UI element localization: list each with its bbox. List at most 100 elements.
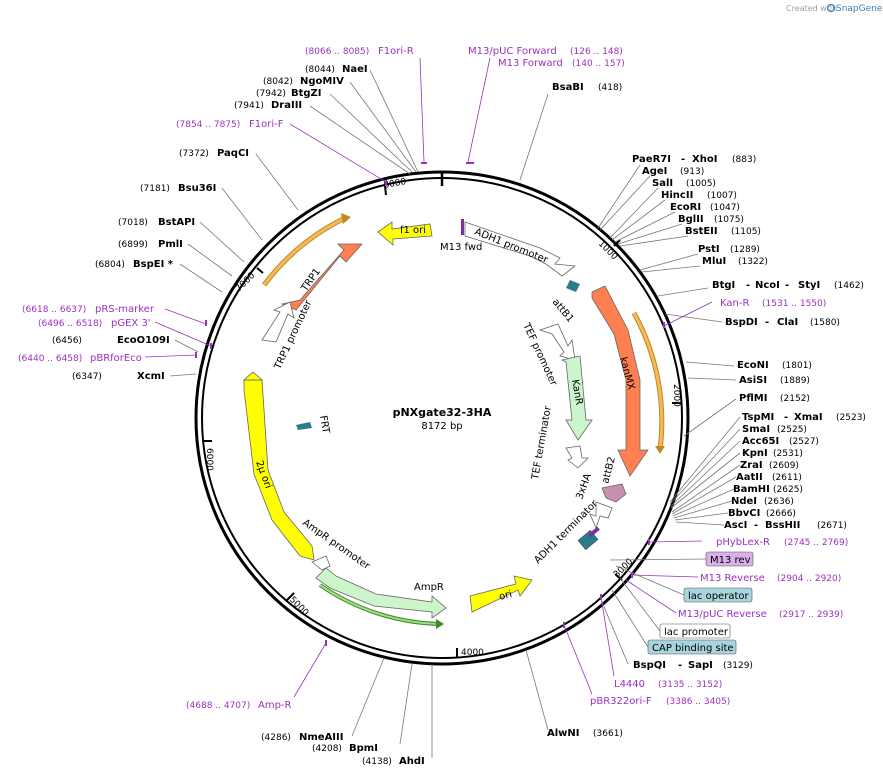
leader-btgzi	[329, 93, 413, 173]
box-cap-binding-site	[647, 639, 737, 655]
snapgene-logo-icon	[826, 3, 836, 13]
primer-labels: (8066 .. 8085) F1ori-R M13/pUC Forward (…	[18, 46, 848, 711]
enzyme-bbvci-pos: (2666)	[766, 509, 796, 519]
feature-label-adh1-promoter: ADH1 promoter	[473, 227, 550, 267]
enzyme-mlui: MluI	[702, 256, 726, 267]
leader-xhoi	[597, 164, 641, 229]
primer-kan-r: Kan-R	[720, 298, 749, 309]
feature-label-frt: FRT	[317, 415, 331, 436]
enzyme-hincii: HincII	[661, 190, 693, 201]
enzyme-bsabi-pos: (418)	[598, 83, 622, 93]
enzyme-styi-pos: (1462)	[834, 281, 864, 291]
leader-f1ori-f	[289, 123, 387, 183]
enzyme-ecori: EcoRI	[670, 202, 701, 213]
leader-pbr322ori-f	[563, 624, 593, 695]
plasmid-name: pNXgate32-3HA	[393, 406, 492, 419]
enzyme-bsu36i: Bsu36I	[178, 183, 216, 194]
enzyme-xcmi-pos: (6347)	[72, 372, 102, 382]
enzyme-styi: StyI	[798, 280, 820, 291]
feature-label-kanr: KanR	[569, 379, 584, 406]
enzyme-btgzi-pos: (7942)	[256, 89, 286, 99]
feature-ampr-promoter	[311, 555, 331, 571]
enzyme-ncoi-sep: -	[746, 280, 750, 291]
leader-pbrforeco	[144, 354, 197, 358]
leader-acc65i	[670, 440, 741, 507]
enzyme-kpni-pos: (2531)	[773, 449, 803, 459]
primer-pbrforeco: pBRforEco	[90, 353, 142, 364]
enzyme-smai-pos: (2525)	[777, 425, 807, 435]
feature-label-attb2: attB2	[600, 456, 618, 485]
primer-marker-prs-marker	[205, 320, 207, 326]
enzyme-psti: PstI	[698, 244, 720, 255]
leader-naei	[369, 69, 419, 173]
enzyme-agei-pos: (913)	[680, 167, 704, 177]
leader-kpni	[670, 452, 741, 509]
enzyme-alwni: AlwNI	[547, 728, 580, 739]
enzyme-asisi: AsiSI	[739, 375, 767, 386]
leader-mlui	[641, 265, 701, 273]
primer-amp-r: Amp-R	[258, 700, 292, 711]
leader-bspei	[179, 263, 223, 293]
enzyme-zrai-pos: (2609)	[769, 461, 799, 471]
feature-frt	[296, 422, 312, 430]
enzyme-ndei-pos: (2636)	[764, 497, 794, 507]
primer-prs-marker-pos: (6618 .. 6637)	[22, 305, 86, 315]
feature-kanr	[560, 355, 593, 441]
leader-bsu36i	[221, 187, 263, 241]
leader-bbvci	[674, 512, 729, 521]
feature-label-m13-fwd: M13 fwd	[440, 242, 482, 253]
orf-trp1-arrowhead	[341, 213, 351, 224]
enzyme-ngomiv: NgoMIV	[300, 76, 344, 87]
enzyme-ahdi-pos: (4138)	[362, 757, 392, 767]
feature-attb1	[566, 280, 580, 292]
enzyme-bstapi-pos: (7018)	[118, 218, 148, 228]
primer-pbrforeco-pos: (6440 .. 6458)	[18, 354, 82, 364]
primer-marker-f1ori-r	[421, 162, 427, 164]
box-lac-promoter-label: lac promoter	[664, 627, 729, 638]
enzyme-agei: AgeI	[642, 166, 667, 177]
tick-label-2000: 2000	[671, 384, 681, 407]
primer-m13-puc-forward-pos: (126 .. 148)	[570, 47, 623, 57]
feature-trp1-promoter	[261, 301, 295, 343]
primer-l4440-pos: (3135 .. 3152)	[658, 680, 722, 690]
leader-ndei	[673, 500, 733, 519]
enzyme-sali-pos: (1005)	[686, 179, 716, 189]
primer-m13-puc-forward: M13/pUC Forward	[468, 46, 557, 57]
enzyme-ecori-pos: (1047)	[710, 203, 740, 213]
feature-label-ori: ori	[498, 589, 513, 603]
leader-bstapi	[199, 221, 245, 263]
enzyme-sapi-pos: (3129)	[723, 661, 753, 671]
enzyme-paqci-pos: (7372)	[179, 149, 209, 159]
primer-m13-reverse: M13 Reverse	[700, 573, 765, 584]
enzyme-smai: SmaI	[742, 424, 770, 435]
primer-pbr322ori-f-pos: (3386 .. 3405)	[666, 697, 730, 707]
enzyme-xmai-pos: (2523)	[836, 413, 866, 423]
primer-f1ori-r: F1ori-R	[378, 46, 414, 57]
feature-kanmx	[591, 285, 649, 477]
enzyme-pflmi-pos: (2152)	[780, 394, 810, 404]
enzyme-ecoo109i-pos: (6456)	[52, 336, 82, 346]
orf-amp-fill	[319, 584, 441, 625]
leader-sapi	[601, 601, 629, 665]
tick-mark-5000	[286, 592, 295, 601]
enzyme-nmeaiii: NmeAIII	[299, 732, 343, 743]
primer-amp-r-pos: (4688 .. 4707)	[186, 701, 250, 711]
enzyme-econi-pos: (1801)	[782, 361, 812, 371]
feature-label-f1-ori: f1 ori	[400, 225, 426, 236]
tick-label-7000: 7000	[234, 271, 257, 294]
enzyme-sapi-sep: -	[678, 660, 682, 671]
enzyme-mlui-pos: (1322)	[738, 257, 768, 267]
enzyme-bpmi-pos: (4208)	[312, 744, 342, 754]
enzyme-xhoi-pos: (883)	[732, 155, 756, 165]
box-m13-rev	[705, 551, 754, 567]
enzyme-naei: NaeI	[342, 64, 368, 75]
leader-zrai	[671, 464, 741, 513]
enzyme-paqci: PaqCI	[217, 148, 249, 159]
enzyme-btgi: BtgI	[712, 280, 735, 291]
primer-m13-reverse-pos: (2904 .. 2920)	[777, 574, 841, 584]
enzyme-bamhi-pos: (2625)	[773, 485, 803, 495]
enzyme-bsu36i-pos: (7181)	[140, 184, 170, 194]
leader-amp-r	[293, 642, 327, 698]
leader-psti	[639, 253, 699, 271]
enzyme-aatii-pos: (2611)	[772, 473, 802, 483]
